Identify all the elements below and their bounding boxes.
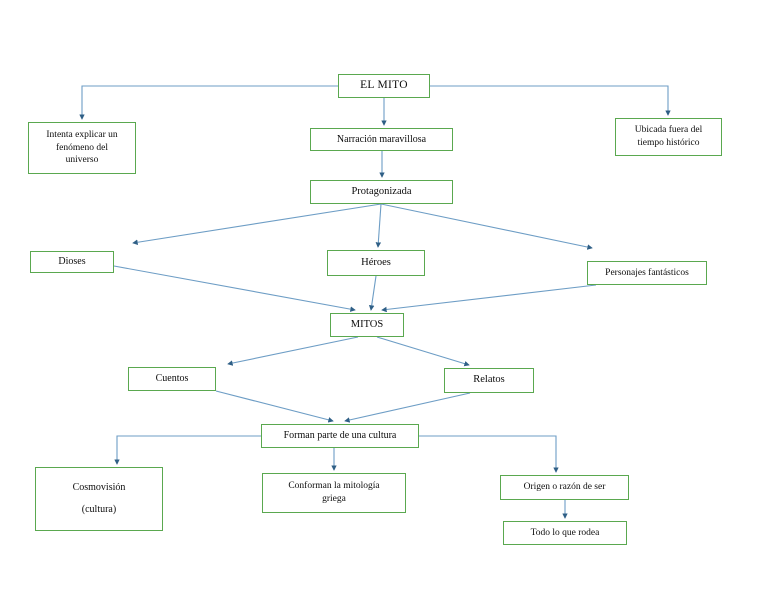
node-label: EL MITO [360, 79, 408, 92]
node-protagonizada[interactable]: Protagonizada [310, 180, 453, 204]
node-label: Origen o razón de ser [523, 482, 606, 493]
node-conforman-mitologia-griega[interactable]: Conforman la mitología griega [262, 473, 406, 513]
edge-personajes-mitos [381, 284, 597, 313]
edge-protagonizada-personajes [380, 203, 593, 250]
node-personajes-fantasticos[interactable]: Personajes fantásticos [587, 261, 707, 285]
edge-dioses-mitos [113, 265, 356, 312]
edge-mitos-cuentos [227, 336, 359, 366]
node-label: Héroes [361, 256, 391, 268]
node-label: Todo lo que rodea [530, 527, 600, 538]
node-label-line-2: griega [322, 494, 346, 504]
node-label-line-2: tiempo histórico [637, 138, 700, 148]
node-label-line-2: (cultura) [81, 504, 117, 516]
node-label-line-1: Conforman la mitología [288, 481, 380, 492]
node-label-line-2: fenómeno del [56, 142, 108, 153]
edge-protagonizada-heroes [375, 203, 382, 248]
edge-forman-origen [419, 435, 559, 473]
node-label-line-1: Intenta explicar un [46, 129, 118, 140]
node-heroes[interactable]: Héroes [327, 250, 425, 276]
node-label: MITOS [350, 318, 384, 330]
node-label: Forman parte de una cultura [283, 430, 397, 442]
node-label: Cuentos [155, 373, 189, 385]
edge-cuentos-forman [215, 390, 334, 423]
node-mitos[interactable]: MITOS [330, 313, 404, 337]
node-todo-lo-que-rodea[interactable]: Todo lo que rodea [503, 521, 627, 545]
node-narracion-maravillosa[interactable]: Narración maravillosa [310, 128, 453, 151]
edge-relatos-forman [344, 392, 471, 423]
node-label: Personajes fantásticos [605, 267, 689, 278]
node-cosmovision[interactable]: Cosmovisión (cultura) [35, 467, 163, 531]
node-cuentos[interactable]: Cuentos [128, 367, 216, 391]
node-relatos[interactable]: Relatos [444, 368, 534, 393]
node-el-mito[interactable]: EL MITO [338, 74, 430, 98]
node-label-line-1: Ubicada fuera del [634, 125, 703, 136]
node-dioses[interactable]: Dioses [30, 251, 114, 273]
node-label-line-1: Cosmovisión [72, 482, 126, 494]
edge-forman-cosmovision [114, 435, 261, 465]
edge-elmito-intenta [79, 85, 338, 120]
edge-elmito-ubicada [430, 85, 671, 116]
edge-heroes-mitos [368, 275, 377, 311]
node-label: Relatos [473, 374, 505, 386]
node-label: Narración maravillosa [336, 133, 427, 145]
edge-protagonizada-dioses [132, 203, 382, 245]
node-intenta-explicar[interactable]: Intenta explicar un fenómeno del univers… [28, 122, 136, 174]
node-label-line-3: universo [65, 155, 99, 166]
node-label: Dioses [58, 256, 86, 268]
node-origen-o-razon-de-ser[interactable]: Origen o razón de ser [500, 475, 629, 500]
node-ubicada-fuera-del-tiempo[interactable]: Ubicada fuera del tiempo histórico [615, 118, 722, 156]
edge-mitos-relatos [376, 336, 470, 367]
node-label: Protagonizada [351, 185, 412, 197]
node-forman-parte-de-una-cultura[interactable]: Forman parte de una cultura [261, 424, 419, 448]
